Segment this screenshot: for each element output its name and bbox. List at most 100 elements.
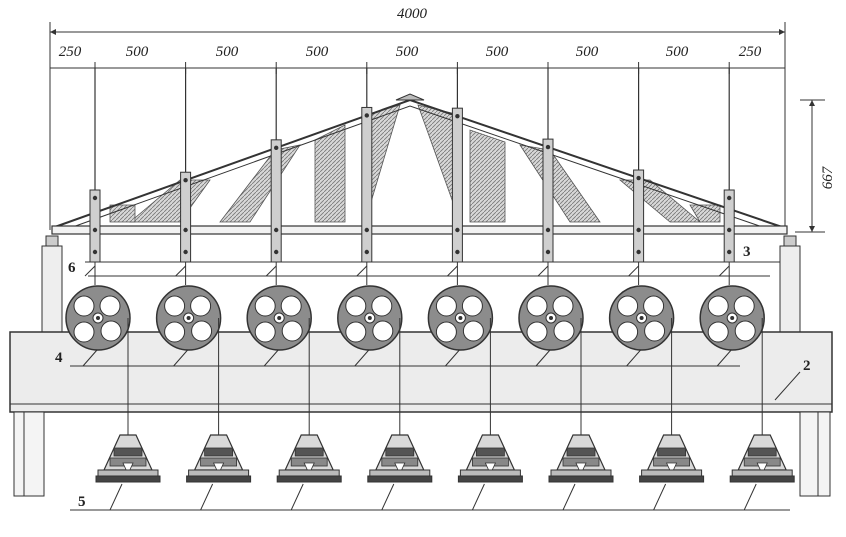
load-weight [639,434,705,511]
leader-tick [716,349,732,367]
leader-tick [471,483,485,511]
load-weight [186,434,252,511]
wheel-hole [617,321,639,343]
wheel-axle [549,316,553,320]
weight-pointer [212,462,225,475]
wheel-hole [644,320,666,342]
leader-tick [743,483,757,511]
pulley-wheel [155,285,222,351]
segment-label: 250 [59,44,82,60]
pulley-wheel [337,285,403,351]
weight-pointer [303,462,315,475]
base-beam [9,331,833,413]
bolt [274,227,279,233]
leader-tick [265,265,277,277]
wheel-axle [639,316,644,320]
pulley-wheel [699,285,765,351]
weight-plate [294,447,324,457]
pulley-wheel [65,285,131,351]
load-weight [95,434,161,511]
segment-label: 500 [306,44,329,60]
bolt [545,249,551,255]
segment-label: 500 [126,44,149,60]
leader-tick [175,265,186,277]
weight-base [641,469,703,477]
wheel-hole [707,295,729,317]
weight-plate [475,447,505,457]
wheel-hole [371,295,393,317]
load-weight [548,434,614,511]
wheel-hole [73,295,95,317]
bolt [455,227,460,233]
weight-pointer [122,462,134,475]
wheel-hole [164,321,186,343]
leader-tick [354,349,370,367]
wheel-hole [462,320,484,342]
wheel-hole [345,295,367,317]
weight-base-plate [276,475,342,483]
leader-tick [537,265,549,277]
bolt [727,227,732,233]
weight-plate [747,447,777,457]
weight-plate [113,447,143,457]
weight-base [97,469,159,477]
bolt [727,249,732,255]
callout-4: 4 [55,350,63,366]
weight-pointer [665,462,678,475]
segment-label: 250 [739,44,762,60]
wheel-hole [281,320,303,342]
wheel-hole [435,295,457,317]
weight-cables [82,265,763,435]
weight-pointer [756,462,768,475]
leader-tick [263,349,279,367]
weight-plate [566,447,596,457]
leader-tick [356,265,368,277]
end-supports [41,235,801,333]
leader-tick [718,265,730,277]
wheel-hole [372,320,394,342]
weight-base-plate [95,475,161,483]
bolt [92,227,98,233]
wheel-axle [277,316,282,320]
leader-tick [84,265,96,277]
wheel-hole [461,295,483,317]
wheel-hole [164,295,186,317]
wheel-hole [617,295,639,317]
wheel-hole [526,321,548,343]
hanger-bar [633,169,645,263]
wheel-hole [553,320,575,342]
bolt [364,249,369,255]
wheel-hole [99,295,121,317]
bolt [455,249,460,255]
bolt [455,113,460,119]
bolt [727,195,732,201]
segment-label: 500 [576,44,599,60]
weight-pointer [575,462,587,475]
leader-tick [173,349,188,367]
weight-plate [385,447,415,457]
wheel-hole [552,295,574,317]
wheel-hole [190,295,212,317]
bolt [364,227,369,233]
segment-label: 500 [396,44,419,60]
load-weight [457,434,523,511]
wheel-axle [367,316,372,320]
load-weight [276,434,342,511]
leader-tick [628,265,639,277]
pulley-wheel [246,285,312,351]
weight-base [188,469,250,477]
bolt [545,144,551,150]
hanger-bar [451,107,463,263]
leader-tick [290,483,304,511]
hanger-bar [180,171,192,263]
wheel-hole [254,321,276,343]
load-weight [367,434,433,511]
segment-label: 500 [486,44,509,60]
bolt [364,113,369,118]
weight-base [459,469,521,477]
frame-legs [13,411,831,497]
weight-pointer [484,462,497,475]
leader-tick [562,483,576,511]
wheel-hole [100,320,122,342]
overall-dimension-label: 4000 [397,6,428,22]
